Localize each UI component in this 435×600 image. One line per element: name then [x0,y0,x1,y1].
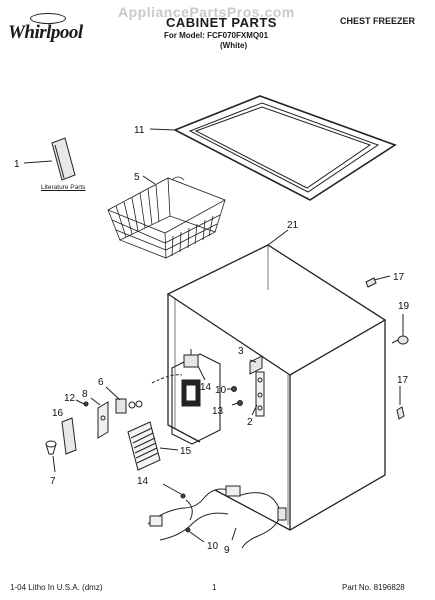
callout-3: 3 [238,346,244,357]
category-label: CHEST FREEZER [340,16,416,26]
clip-part[interactable] [365,277,405,420]
drain-plug-part[interactable] [391,314,409,345]
switch-bracket-part[interactable] [97,398,143,439]
leader-17a [373,275,391,281]
callout-9: 9 [224,545,230,556]
wire-basket-part[interactable] [107,176,226,259]
leader-9 [231,527,237,541]
leader-11 [149,128,176,131]
leader-12 [75,399,85,405]
leader-8 [90,397,101,406]
literature-parts-label: Literature Parts [41,184,86,191]
nameplate-part[interactable] [61,417,77,455]
callout-19: 19 [398,301,410,312]
leader-10b [189,531,205,543]
screw-part[interactable] [227,386,243,406]
footer-page-number: 1 [212,583,217,592]
callout-17-lower: 17 [397,375,409,386]
callout-1: 1 [14,159,20,170]
callout-11: 11 [134,125,145,136]
callout-10-upper: 10 [215,385,227,396]
model-line: For Model: FCF070FXMQ01 [164,31,269,40]
callout-8: 8 [82,389,88,400]
leader-15 [159,447,179,451]
variant-label: (White) [220,41,248,50]
dashed-link [151,374,183,384]
leader-14b [162,483,182,495]
footer-print-info: 1-04 Litho In U.S.A. (dmz) [10,583,103,592]
page-title: CABINET PARTS [166,15,277,30]
louver-grille-part[interactable] [127,421,161,471]
literature-booklet-part[interactable] [51,137,76,181]
thermostat-part[interactable] [183,349,199,368]
leader-6 [105,386,121,401]
footer-part-number: Part No. 8196828 [342,583,405,592]
wire-harness-part[interactable] [147,485,241,541]
callout-14-upper: 14 [200,382,212,393]
power-cord-part[interactable] [237,492,287,549]
callout-12: 12 [64,393,76,404]
hinge-part[interactable] [249,355,265,417]
callout-17-upper: 17 [393,272,405,283]
leader-7 [52,455,56,473]
callout-6: 6 [98,377,104,388]
leader-5 [142,175,156,185]
brand-logo: Whirlpool [8,22,83,43]
callout-15: 15 [180,446,192,457]
callout-2: 2 [247,417,253,428]
callout-13: 13 [212,406,224,417]
callout-14-lower: 14 [137,476,149,487]
brand-badge-icon [30,13,66,24]
leader-21 [267,229,289,246]
cabinet-body-part[interactable] [166,244,387,531]
leveling-leg-part[interactable] [45,440,57,455]
leader-2 [251,404,258,416]
callout-10-lower: 10 [207,541,219,552]
callout-5: 5 [134,172,140,183]
lid-gasket-part[interactable] [173,95,397,201]
control-box-part[interactable] [171,353,221,445]
leader-1 [23,160,53,164]
callout-21: 21 [287,220,299,231]
watermark: AppliancePartsPros.com [118,4,295,20]
callout-16: 16 [52,408,64,419]
leader-3 [249,359,257,363]
callout-7: 7 [50,476,56,487]
leader-14a [197,365,206,381]
